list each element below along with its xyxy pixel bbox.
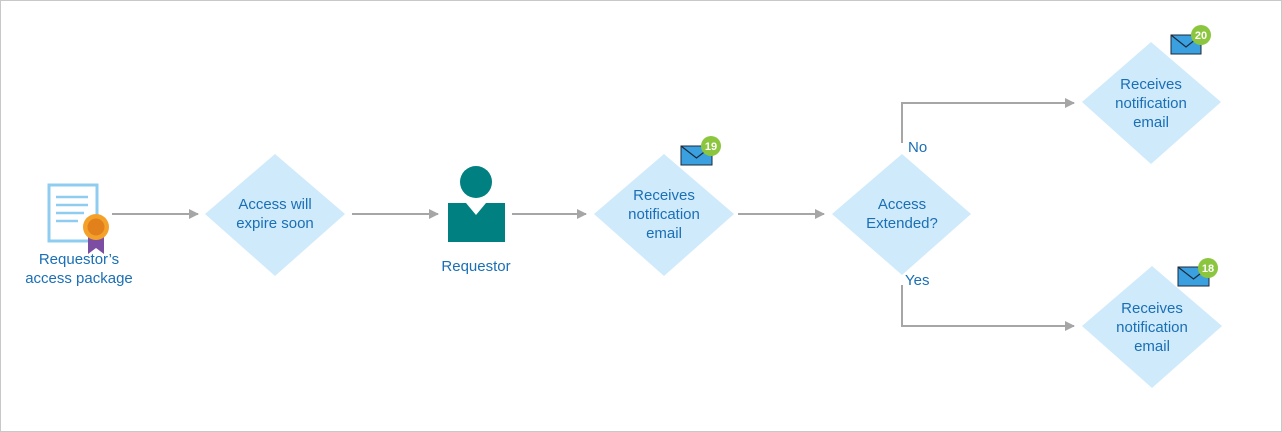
notify-main-line3: email [646, 224, 682, 242]
branch-yes-diamond [1082, 266, 1222, 388]
branch-no-line3: email [1133, 113, 1169, 131]
branch-no-diamond [1082, 42, 1221, 164]
package-label: Requestor’s access package [14, 249, 144, 289]
decision-diamond [832, 154, 971, 275]
arrow-decision-yes-branch [901, 285, 1075, 331]
branch-yes-text: Receives notification email [1092, 297, 1212, 357]
person-icon [448, 166, 505, 242]
decision-line1: Access [877, 196, 927, 213]
branch-no-text: Receives notification email [1091, 73, 1211, 133]
branch-no-line2: notification [1115, 94, 1187, 112]
notify-main-line2: notification [628, 205, 700, 223]
access-expire-line2: expire soon [236, 215, 314, 232]
arrow-decision-no-branch [901, 98, 1075, 143]
yes-branch-label: Yes [905, 272, 930, 289]
certificate-icon [47, 183, 109, 254]
branch-no-line1: Receives [1120, 75, 1182, 93]
branch-yes-line3: email [1134, 337, 1170, 355]
package-label-line1: Requestor’s [38, 251, 120, 268]
requestor-label: Requestor [441, 257, 511, 275]
branch-yes-line1: Receives [1121, 299, 1183, 317]
access-expire-diamond [205, 154, 345, 276]
badge-19: 19 [701, 136, 721, 156]
decision-line2: Extended? [866, 215, 938, 232]
access-expire-text: Access will expire soon [215, 194, 335, 234]
badge-20: 20 [1191, 25, 1211, 45]
svg-text:18: 18 [1202, 263, 1214, 275]
svg-text:20: 20 [1195, 30, 1207, 42]
branch-yes-line2: notification [1116, 318, 1188, 336]
decision-text: Access Extended? [842, 194, 962, 234]
package-label-line2: access package [25, 270, 133, 287]
no-branch-label: No [908, 139, 928, 156]
svg-text:19: 19 [705, 141, 717, 153]
badge-18: 18 [1198, 258, 1218, 278]
notify-main-text: Receives notification email [604, 184, 724, 244]
access-expire-line1: Access will [238, 196, 312, 213]
notify-main-diamond [594, 154, 734, 276]
notify-main-line1: Receives [633, 186, 695, 204]
